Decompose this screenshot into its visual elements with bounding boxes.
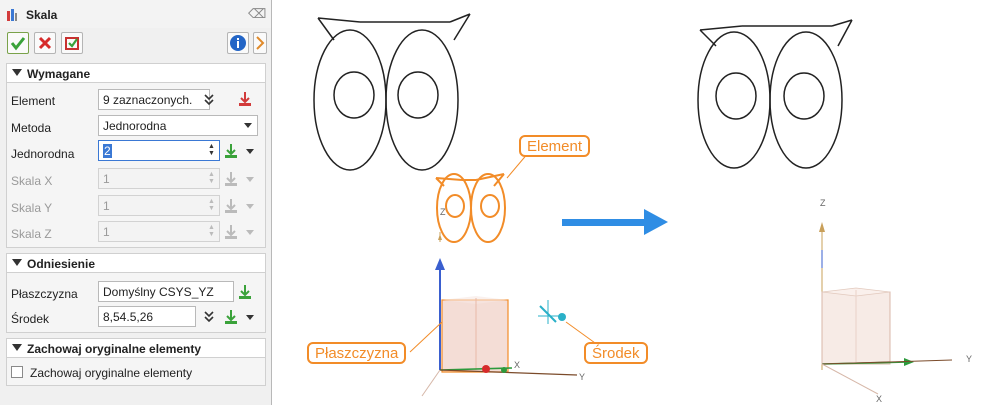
element-field[interactable]: 9 zaznaczonych. [98, 89, 210, 110]
uniform-label: Jednorodna [11, 147, 75, 161]
scale-z-label: Skala Z [11, 227, 52, 241]
section-keep-body [6, 358, 266, 386]
spinner-icon[interactable]: ▲▼ [208, 198, 215, 212]
section-keep-title: Zachowaj oryginalne elementy [27, 342, 202, 356]
chevron-down-icon [244, 123, 252, 128]
method-select[interactable]: Jednorodna [98, 115, 258, 136]
collapse-arrow-icon [12, 259, 22, 266]
dialog-title: Skala [26, 8, 58, 22]
pick-red-icon[interactable] [236, 90, 254, 108]
callout-plane: Płaszczyzna [307, 342, 407, 364]
element-label: Element [11, 94, 56, 108]
x-icon [38, 36, 52, 50]
close-icon[interactable]: ⌫ [248, 6, 267, 21]
dialog-titlebar: Skala ⌫ [0, 0, 271, 28]
section-reference-header[interactable]: Odniesienie [6, 253, 266, 273]
dropdown-arrow-icon[interactable] [241, 142, 259, 160]
pick-disabled-icon [225, 199, 237, 213]
scale-tool-icon [7, 9, 17, 21]
axis-z-label-left: Z [440, 207, 446, 217]
uniform-scale-value: 2 [103, 144, 112, 158]
scale-y-label: Skala Y [11, 201, 53, 215]
double-chevron-down-icon[interactable] [200, 308, 218, 326]
graphics-viewport[interactable]: Z X Y [272, 0, 1000, 405]
ok-button[interactable] [7, 32, 29, 54]
dropdown-arrow-icon [246, 177, 254, 182]
dropdown-arrow-icon [246, 204, 254, 209]
axis-x-label-left: X [514, 360, 520, 370]
section-required-header[interactable]: Wymagane [6, 63, 266, 83]
axis-z-label-right: Z [820, 198, 826, 208]
method-label: Metoda [11, 121, 52, 135]
keep-originals-checkbox[interactable] [11, 366, 23, 378]
apply-button[interactable] [61, 32, 83, 54]
axis-y-label-right: Y [966, 354, 972, 364]
spinner-icon[interactable]: ▲▼ [208, 171, 215, 185]
keep-originals-label: Zachowaj oryginalne elementy [30, 366, 193, 380]
axis-y-label-left: Y [579, 372, 585, 382]
center-field-value: 8,54.5,26 [103, 310, 154, 324]
chevron-right-icon [256, 36, 265, 50]
dropdown-arrow-icon [246, 230, 254, 235]
info-icon [230, 35, 246, 51]
scale-z-value: 1 [103, 225, 110, 239]
spinner-icon[interactable]: ▲▼ [208, 143, 215, 157]
pick-green-icon[interactable] [222, 308, 240, 326]
scale-z-input[interactable]: 1 ▲▼ [98, 221, 220, 242]
axis-x-label-right: X [876, 394, 882, 404]
section-required-title: Wymagane [27, 67, 91, 81]
owl-original [313, 13, 471, 171]
spinner-icon[interactable]: ▲▼ [208, 224, 215, 238]
transform-arrow [562, 209, 668, 235]
plane-label: Płaszczyzna [11, 287, 78, 301]
csys-right [819, 222, 953, 395]
section-required-body [6, 83, 266, 248]
apply-check-icon [65, 37, 79, 50]
pick-disabled-icon [225, 172, 237, 186]
pick-green-icon[interactable] [222, 142, 240, 160]
expand-button[interactable] [253, 32, 267, 54]
center-field[interactable]: 8,54.5,26 [98, 306, 196, 327]
pick-green-icon[interactable] [236, 283, 254, 301]
plane-field-value: Domyślny CSYS_YZ [103, 285, 214, 299]
method-select-value: Jednorodna [103, 119, 167, 133]
scale-x-label: Skala X [11, 174, 53, 188]
scale-dialog-panel: Skala ⌫ Wymagane Element 9 zaznaczonych.… [0, 0, 272, 405]
callout-element: Element [519, 135, 591, 157]
scale-y-value: 1 [103, 199, 110, 213]
checkmark-icon [10, 37, 26, 51]
section-keep-header[interactable]: Zachowaj oryginalne elementy [6, 338, 266, 358]
csys-left [421, 232, 578, 397]
scene-svg: Z X Y [313, 13, 972, 404]
dropdown-arrow-icon[interactable] [241, 308, 259, 326]
info-button[interactable] [227, 32, 249, 54]
owl-selected [435, 173, 506, 243]
collapse-arrow-icon [12, 344, 22, 351]
pick-disabled-icon [225, 225, 237, 239]
section-reference-title: Odniesienie [27, 257, 96, 271]
owl-scaled [697, 19, 853, 169]
element-field-value: 9 zaznaczonych. [103, 93, 193, 107]
collapse-arrow-icon [12, 69, 22, 76]
uniform-scale-input[interactable]: 2 ▲▼ [98, 140, 220, 161]
dialog-toolbar [0, 30, 271, 60]
plane-field[interactable]: Domyślny CSYS_YZ [98, 281, 234, 302]
double-chevron-down-icon[interactable] [200, 91, 218, 109]
scale-x-value: 1 [103, 172, 110, 186]
cancel-button[interactable] [34, 32, 56, 54]
center-label: Środek [11, 312, 50, 326]
scale-x-input[interactable]: 1 ▲▼ [98, 168, 220, 189]
callout-center: Środek [584, 342, 648, 364]
scale-y-input[interactable]: 1 ▲▼ [98, 195, 220, 216]
